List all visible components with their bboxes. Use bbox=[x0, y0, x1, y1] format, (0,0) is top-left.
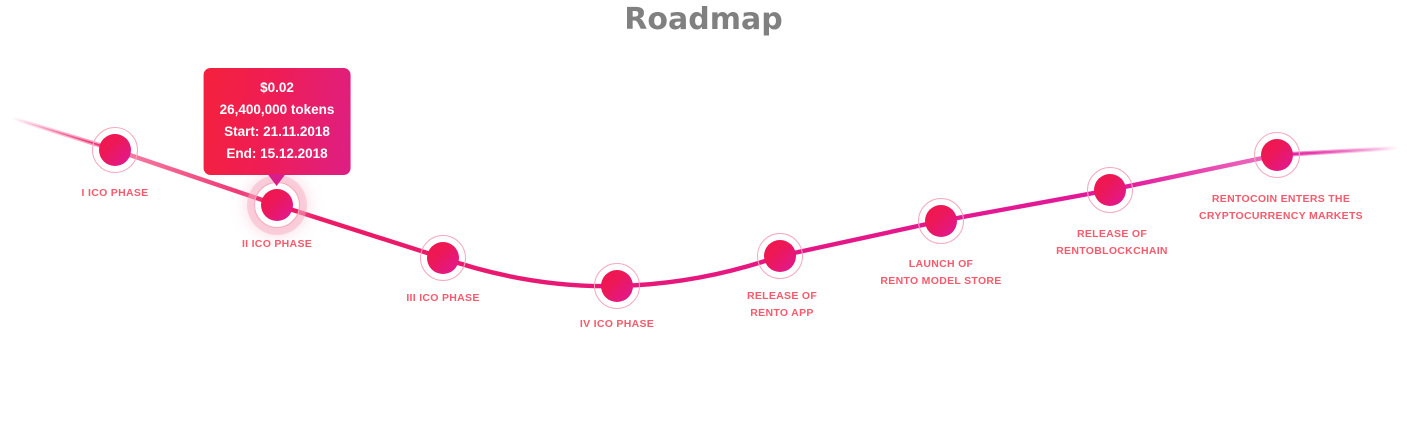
node-dot-icon bbox=[1261, 139, 1293, 171]
node-ico-phase-1[interactable] bbox=[92, 127, 138, 173]
node-dot-icon bbox=[261, 189, 293, 221]
node-dot-icon bbox=[764, 240, 796, 272]
node-label-ico-phase-4: IV ICO PHASE bbox=[580, 316, 654, 333]
node-ico-phase-3[interactable] bbox=[420, 235, 466, 281]
node-dot-icon bbox=[925, 205, 957, 237]
tooltip-price: $0.02 bbox=[260, 80, 294, 95]
tooltip-tokens: 26,400,000 tokens bbox=[219, 102, 335, 117]
node-label-line: LAUNCH OF bbox=[908, 258, 974, 270]
node-release-rento-app[interactable] bbox=[757, 233, 803, 279]
tooltip-start-date: Start: 21.11.2018 bbox=[224, 124, 330, 139]
node-label-line: II ICO PHASE bbox=[241, 238, 313, 250]
node-tooltip: $0.02 26,400,000 tokens Start: 21.11.201… bbox=[203, 68, 351, 186]
node-dot-icon bbox=[99, 134, 131, 166]
node-ico-phase-2[interactable] bbox=[254, 182, 300, 228]
node-release-rentoblockchain[interactable] bbox=[1087, 167, 1133, 213]
page-title: Roadmap bbox=[624, 2, 783, 37]
node-label-line: RENTOBLOCKCHAIN bbox=[1056, 245, 1168, 257]
node-label-rentocoin-enters-markets: RENTOCOIN ENTERS THE CRYPTOCURRENCY MARK… bbox=[1199, 191, 1363, 225]
node-label-line: IV ICO PHASE bbox=[579, 318, 655, 330]
node-label-ico-phase-1: I ICO PHASE bbox=[82, 185, 149, 202]
node-label-ico-phase-3: III ICO PHASE bbox=[406, 290, 479, 307]
node-ico-phase-4[interactable] bbox=[594, 263, 640, 309]
node-label-line: CRYPTOCURRENCY MARKETS bbox=[1199, 210, 1363, 222]
node-label-line: RENTO MODEL STORE bbox=[880, 275, 1002, 287]
node-dot-icon bbox=[427, 242, 459, 274]
node-label-line: III ICO PHASE bbox=[406, 292, 480, 304]
node-label-line: RELEASE OF bbox=[746, 290, 818, 302]
node-rentocoin-enters-markets[interactable] bbox=[1254, 132, 1300, 178]
tooltip-end-date: End: 15.12.2018 bbox=[226, 146, 328, 161]
node-label-line: RENTOCOIN ENTERS THE bbox=[1211, 193, 1351, 205]
node-launch-rento-model-store[interactable] bbox=[918, 198, 964, 244]
tooltip-arrow-icon bbox=[268, 174, 286, 186]
node-label-line: RELEASE OF bbox=[1076, 228, 1148, 240]
node-label-line: RENTO APP bbox=[750, 307, 814, 319]
node-label-line: I ICO PHASE bbox=[81, 187, 149, 199]
node-label-launch-rento-model-store: LAUNCH OF RENTO MODEL STORE bbox=[880, 256, 1001, 290]
node-label-release-rentoblockchain: RELEASE OF RENTOBLOCKCHAIN bbox=[1056, 226, 1168, 260]
node-dot-icon bbox=[1094, 174, 1126, 206]
node-label-release-rento-app: RELEASE OF RENTO APP bbox=[747, 288, 817, 322]
node-label-ico-phase-2: II ICO PHASE bbox=[242, 236, 312, 253]
node-dot-icon bbox=[601, 270, 633, 302]
